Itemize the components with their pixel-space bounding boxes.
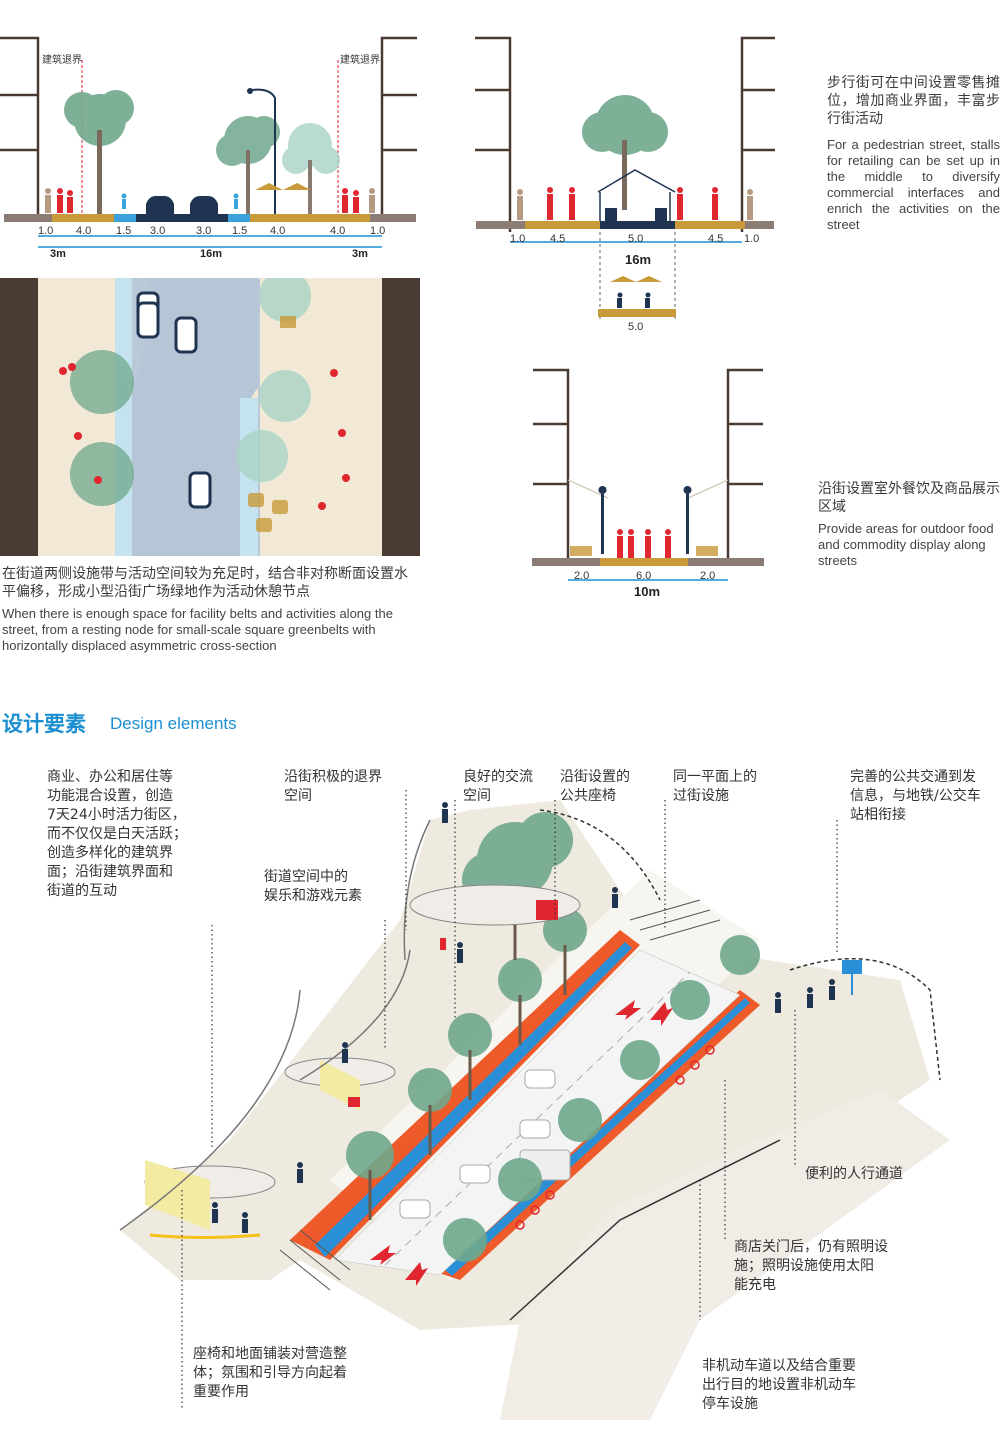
section-16m-asymmetric: 建筑退界 建筑退界: [0, 36, 417, 260]
callout-mixed-use: 商业、办公和居住等 功能混合设置，创造 7天24小时活力街区， 而不仅仅是白天活…: [47, 769, 187, 899]
pedestrian-group: [212, 802, 835, 1233]
caption-10m-en: Provide areas for outdoor food and commo…: [818, 521, 994, 568]
lane-width-label: 1.0: [510, 233, 525, 245]
total-16m: 16m: [625, 252, 651, 267]
callout-communication-space: 良好的交流 空间: [463, 769, 533, 804]
callout-seating-paving: 座椅和地面铺装对营造整 体；氛围和引导方向起着 重要作用: [193, 1346, 347, 1400]
lane-width-label: 3.0: [150, 225, 165, 237]
callout-play-elements: 街道空间中的 娱乐和游戏元素: [264, 869, 362, 904]
total-center: 16m: [200, 248, 222, 260]
lane-width-label: 2.0: [574, 570, 589, 582]
lane-width-label: 4.0: [76, 225, 91, 237]
tree-icon: [582, 95, 668, 210]
building-left: [0, 36, 40, 215]
callout-crossing: 同一平面上的 过街设施: [673, 769, 757, 804]
axonometric-street: [119, 790, 950, 1420]
stall-width: 5.0: [628, 321, 643, 333]
tree-icon: [282, 123, 340, 214]
setback-label-right: 建筑退界: [340, 53, 380, 66]
lane-width-label: 4.5: [708, 233, 723, 245]
lane-width-label: 4.0: [270, 225, 285, 237]
section-10m: 2.0 6.0 2.0 10m: [532, 368, 764, 599]
pedestrian-group: [547, 187, 718, 220]
section-16m-pedestrian: 1.0 4.5 5.0 4.5 1.0 16m 5.0: [475, 36, 775, 333]
umbrella-icon: [610, 276, 662, 282]
callout-setback-space: 沿街积极的退界 空间: [284, 769, 382, 804]
caption-plan-cn: 在街道两侧设施带与活动空间较为充足时，结合非对称断面设置水平偏移，形成小型沿街广…: [2, 566, 408, 600]
total-right: 3m: [352, 248, 368, 260]
lane-width-label: 1.5: [232, 225, 247, 237]
cyclist-icon: [121, 193, 239, 209]
total-left: 3m: [50, 248, 66, 260]
callout-bike-lane: 非机动车道以及结合重要 出行目的地设置非机动车 停车设施: [702, 1358, 856, 1412]
lamp-icon: [598, 486, 692, 554]
lane-width-label: 5.0: [628, 233, 643, 245]
section-title-en: Design elements: [110, 714, 237, 733]
caption-10m-cn: 沿街设置室外餐饮及商品展示区域: [818, 481, 1000, 515]
lane-width-label: 3.0: [196, 225, 211, 237]
setback-label-left: 建筑退界: [42, 53, 82, 66]
lane-width-label: 2.0: [700, 570, 715, 582]
lane-width-label: 4.5: [550, 233, 565, 245]
car-icon: [136, 291, 212, 509]
callout-lighting: 商店关门后，仍有照明设 施；照明设施使用太阳 能充电: [734, 1239, 888, 1293]
tree-icon: [70, 350, 134, 506]
building-right: [380, 36, 417, 215]
tree-icon: [236, 278, 311, 482]
lane-width-label: 1.0: [38, 225, 53, 237]
plan-view: [0, 278, 420, 556]
total-10m: 10m: [634, 584, 660, 599]
caption-pedestrian-cn: 步行街可在中间设置零售摊位，增加商业界面，丰富步行街活动: [827, 75, 1000, 127]
caption-pedestrian-en: For a pedestrian street, stalls for reta…: [827, 137, 1000, 232]
section-title: 设计要素: [2, 712, 86, 736]
car-icon: [190, 196, 218, 214]
tree-icon: [64, 90, 134, 214]
pedestrian-group: [57, 188, 359, 213]
umbrella-icon: [255, 183, 311, 190]
pedestrian-group: [617, 529, 671, 558]
lane-width-label: 4.0: [330, 225, 345, 237]
lane-width-label: 1.0: [370, 225, 385, 237]
callout-pedestrian-path: 便利的人行通道: [805, 1166, 903, 1182]
lane-width-label: 1.0: [744, 233, 759, 245]
lane-width-label: 1.5: [116, 225, 131, 237]
callout-transit-info: 完善的公共交通到发 信息，与地铁/公交车 站相衔接: [850, 769, 981, 823]
direction-arrow: [370, 1000, 673, 1286]
stall-icon: [597, 169, 676, 221]
tree-icon: [216, 116, 280, 214]
caption-plan-en: When there is enough space for facility …: [2, 606, 393, 653]
car-icon: [146, 196, 174, 214]
lane-width-label: 6.0: [636, 570, 651, 582]
callout-public-seating: 沿街设置的 公共座椅: [560, 769, 630, 804]
bicycle-rack: [515, 1045, 715, 1230]
